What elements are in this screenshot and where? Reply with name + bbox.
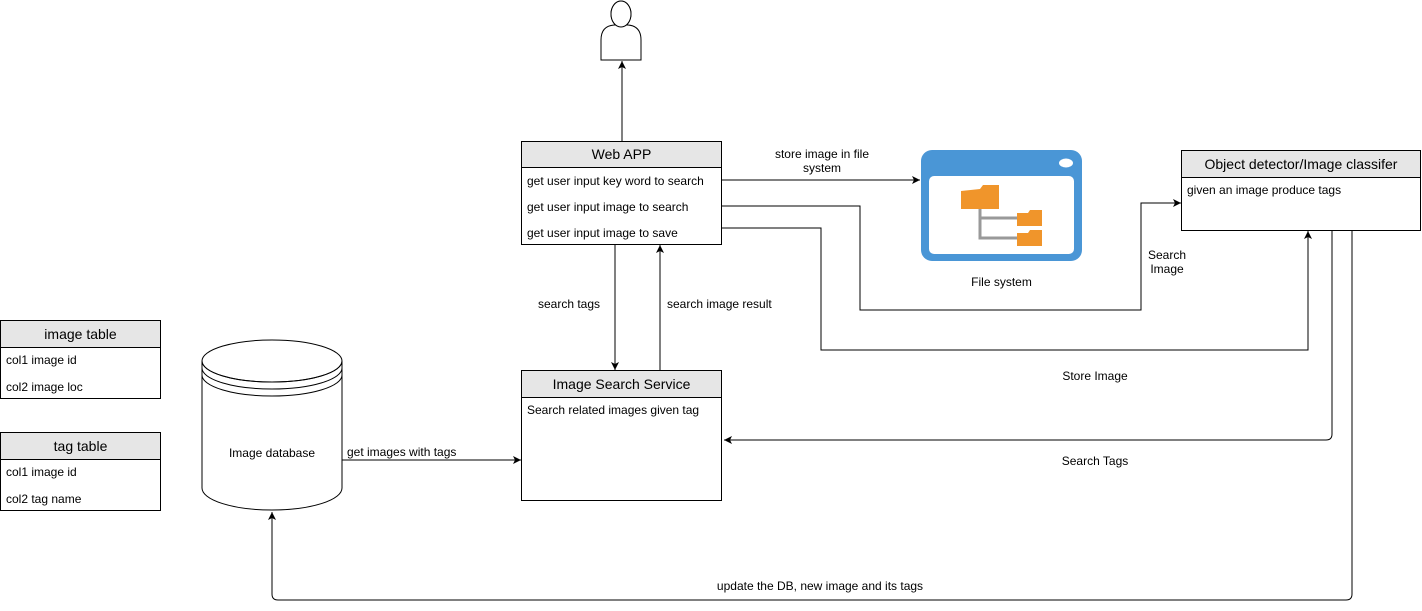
user-icon — [600, 0, 642, 61]
object-detector-row: given an image produce tags — [1187, 183, 1342, 197]
search-service-row: Search related images given tag — [527, 403, 700, 417]
web-app-row-image-search: get user input image to search — [527, 200, 689, 214]
tag-table-title: tag table — [1, 433, 160, 460]
object-detector-title: Object detector/Image classifer — [1182, 151, 1420, 178]
tag-table-box: tag table col1 image id col2 tag name — [0, 432, 161, 511]
edge-label-search-tags-down: search tags — [538, 297, 601, 311]
file-system-icon — [921, 150, 1082, 261]
web-app-row-image-save: get user input image to save — [527, 226, 678, 240]
edge-label-search-result: search image result — [667, 297, 772, 311]
edge-label-search-image-line2: Image — [1150, 262, 1184, 276]
image-table-row: col1 image id — [6, 353, 77, 367]
web-app-title: Web APP — [522, 142, 721, 168]
image-table-box: image table col1 image id col2 image loc — [0, 320, 161, 399]
web-app-row-keyword: get user input key word to search — [527, 174, 704, 188]
database-label: Image database — [228, 446, 316, 460]
edge-search-tags-back — [724, 231, 1333, 444]
search-service-title: Image Search Service — [522, 371, 721, 398]
edge-update-db — [268, 231, 1353, 601]
web-app-box: Web APP get user input key word to searc… — [521, 141, 722, 245]
edge-label-store-file-line2: system — [802, 161, 841, 175]
object-detector-box: Object detector/Image classifer given an… — [1181, 150, 1421, 231]
tag-table-row: col1 image id — [6, 465, 77, 479]
edge-label-store-image: Store Image — [1062, 369, 1128, 383]
edge-label-search-tags-back: Search Tags — [1061, 454, 1129, 468]
edge-store-image — [722, 227, 1312, 351]
edge-label-update-db: update the DB, new image and its tags — [716, 579, 924, 593]
image-database-cylinder — [201, 339, 343, 511]
image-table-title: image table — [1, 321, 160, 348]
file-system-label: File system — [971, 275, 1032, 289]
edge-search-image — [722, 199, 1181, 311]
tag-table-row: col2 tag name — [6, 492, 82, 506]
edge-label-search-image-line1: Search — [1147, 248, 1187, 262]
edge-label-get-images: get images with tags — [347, 445, 457, 459]
edge-label-store-file-line1: store image in file — [774, 147, 870, 161]
search-service-box: Image Search Service Search related imag… — [521, 370, 722, 501]
image-table-row: col2 image loc — [6, 380, 83, 394]
